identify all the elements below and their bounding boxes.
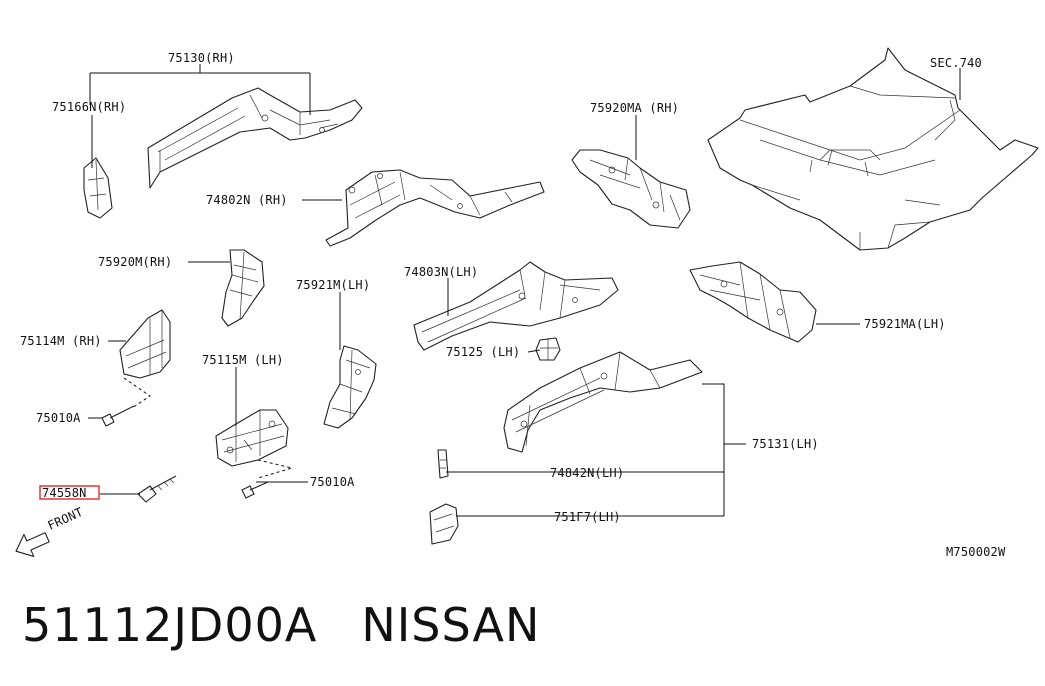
highlight-box-74558n bbox=[39, 485, 100, 500]
label-75114m-rh: 75114M (RH) bbox=[20, 334, 102, 348]
label-74558n: 74558N bbox=[42, 486, 87, 500]
label-75130-rh: 75130(RH) bbox=[168, 51, 235, 65]
label-75131-lh: 75131(LH) bbox=[752, 437, 819, 451]
footer-part-number: 51112JD00A bbox=[22, 598, 318, 652]
part-74842n-lh-bracket bbox=[437, 449, 449, 479]
footer-brand: NISSAN bbox=[361, 598, 541, 652]
part-75131-lh-member bbox=[503, 351, 703, 453]
part-75010a-bolt-upper bbox=[101, 405, 135, 427]
label-75115m-lh: 75115M (LH) bbox=[202, 353, 284, 367]
footer-caption: 51112JD00A NISSAN bbox=[22, 598, 584, 652]
part-75114m-rh-bracket bbox=[119, 309, 171, 379]
label-75166n-rh: 75166N(RH) bbox=[52, 100, 126, 114]
label-74803n-lh: 74803N(LH) bbox=[404, 265, 478, 279]
diagram-code: M750002W bbox=[946, 545, 1006, 559]
part-751f7-lh-bracket bbox=[429, 503, 459, 545]
part-75921ma-lh-bracket bbox=[689, 261, 817, 343]
label-75125-lh: 75125 (LH) bbox=[446, 345, 520, 359]
dashed-guide-75115m bbox=[257, 459, 294, 479]
part-sec740-floor bbox=[707, 47, 1039, 251]
label-75010a-lower: 75010A bbox=[310, 475, 355, 489]
part-75921m-lh-bracket bbox=[323, 345, 377, 429]
label-front: FRONT bbox=[46, 505, 86, 533]
label-75921ma-lh: 75921MA(LH) bbox=[864, 317, 946, 331]
dashed-guide-75114m bbox=[123, 377, 151, 409]
part-75115m-lh-bracket bbox=[215, 409, 289, 467]
label-751f7-lh: 751F7(LH) bbox=[554, 510, 621, 524]
label-75010a-upper: 75010A bbox=[36, 411, 81, 425]
part-75920m-rh-bracket bbox=[221, 249, 265, 327]
label-75920m-rh: 75920M(RH) bbox=[98, 255, 172, 269]
label-74802n-rh: 74802N (RH) bbox=[206, 193, 288, 207]
part-75920ma-rh-bracket bbox=[571, 149, 691, 229]
label-75920ma-rh: 75920MA (RH) bbox=[590, 101, 679, 115]
part-75166n-rh-bracket bbox=[83, 157, 113, 219]
part-74802n-rh-member bbox=[325, 169, 545, 247]
leader-lines bbox=[88, 64, 961, 517]
part-75010a-bolt-lower bbox=[241, 481, 269, 499]
part-75130-rh-member bbox=[147, 87, 363, 189]
label-74842n-lh: 74842N(LH) bbox=[550, 466, 624, 480]
part-75125-lh-clip bbox=[535, 337, 561, 361]
label-75921m-lh: 75921M(LH) bbox=[296, 278, 370, 292]
part-74558n-stud bbox=[137, 475, 177, 503]
front-arrow bbox=[15, 532, 50, 557]
label-sec740: SEC.740 bbox=[930, 56, 982, 70]
part-74803n-lh-member bbox=[413, 261, 619, 351]
